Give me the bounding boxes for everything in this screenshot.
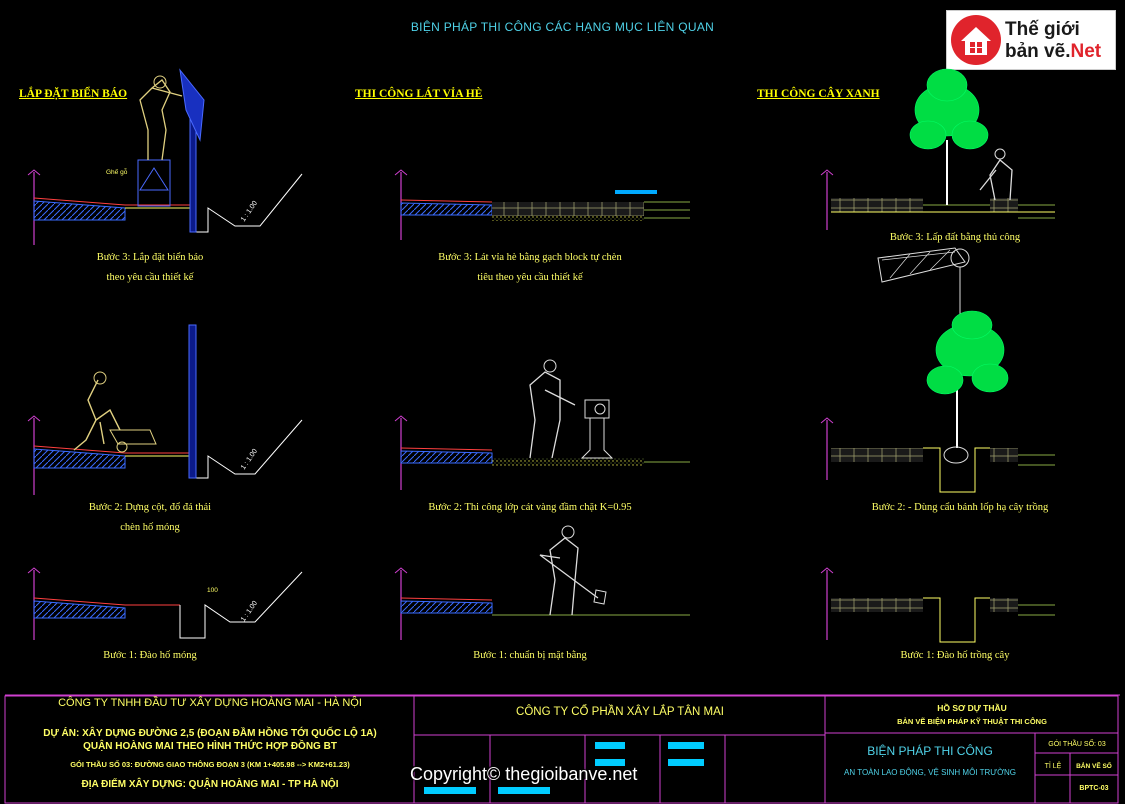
caption-right3: Bước 3: Lấp đất bằng thủ công	[889, 232, 1021, 243]
caption-mid3-l1: Bước 3: Lát vỉa hè bằng gạch block tự ch…	[438, 252, 622, 263]
caption-left3: Bước 3: Lắp đặt biển báo theo yêu cầu th…	[60, 248, 240, 288]
mid-step2-section	[394, 359, 690, 490]
right-step2-section	[820, 247, 1055, 493]
caption-left2: Bước 2: Dựng cột, đổ đá thải chèn hố món…	[60, 498, 240, 538]
left-step1-section: 100 1 : 1.00	[27, 567, 303, 640]
left1-slope: 1 : 1.00	[240, 600, 259, 623]
drawing-title: BIỆN PHÁP THI CÔNG CÁC HẠNG MỤC LIÊN QUA…	[410, 20, 715, 34]
title-block-frame	[4, 695, 1119, 804]
section-title-sidewalk: THI CÔNG LÁT VỈA HÈ	[355, 88, 483, 100]
caption-right2: Bước 2: - Dùng cẩu bánh lốp hạ cây trồng	[871, 502, 1049, 513]
copyright-watermark: Copyright© thegioibanve.net	[410, 764, 638, 784]
caption-mid1: Bước 1: chuẩn bị mặt bằng	[473, 650, 587, 661]
caption-left2-l2: chèn hố móng	[120, 522, 180, 533]
site-logo[interactable]: Thế giới bản vẽ.Net	[946, 10, 1116, 70]
construction-drawings: 1 : 1.00 Ghế gỗ 1 : 1.00 100 1 : 1	[5, 68, 1120, 696]
left2-slope: 1 : 1.00	[240, 448, 259, 471]
logo-line1: Thế giới	[1005, 19, 1080, 40]
tb-drawing-sub: AN TOÀN LAO ĐỘNG, VỆ SINH MÔI TRƯỜNG	[844, 768, 1016, 777]
section-title-trees: THI CÔNG CÂY XANH	[757, 88, 880, 100]
tb-goi-thau: GÓI THẦU SỐ: 03	[1048, 741, 1106, 748]
tb-drawing-title: BIỆN PHÁP THI CÔNG	[867, 744, 993, 758]
ghe-label: Ghế gỗ	[106, 167, 128, 176]
caption-left2-l1: Bước 2: Dựng cột, đổ đá thải	[88, 502, 212, 513]
left3-slope: 1 : 1.00	[240, 200, 259, 223]
house-icon	[951, 15, 1001, 65]
caption-left3-l2: theo yêu cầu thiết kế	[106, 272, 194, 283]
tb-tyle-label: TỈ LỆ	[1044, 763, 1062, 770]
tb-location: ĐỊA ĐIỂM XÂY DỰNG: QUẬN HOÀNG MAI - TP H…	[81, 779, 339, 790]
tb-doc2: BẢN VẼ BIỆN PHÁP KỸ THUẬT THI CÔNG	[897, 717, 1047, 726]
caption-right1: Bước 1: Đào hố trồng cây	[900, 650, 1010, 661]
logo-line2a: bản vẽ.	[1005, 41, 1071, 62]
caption-left1: Bước 1: Đào hố móng	[103, 650, 197, 661]
mid-step1-section	[394, 525, 690, 640]
tb-doc1: HỒ SƠ DỰ THẦU	[937, 703, 1007, 713]
left-step2-section: 1 : 1.00	[27, 324, 303, 495]
left1-dim: 100	[207, 587, 218, 594]
logo-line2: bản vẽ.Net	[1005, 41, 1101, 63]
caption-mid3: Bước 3: Lát vỉa hè bằng gạch block tự ch…	[405, 248, 655, 288]
tb-project2: QUẬN HOÀNG MAI THEO HÌNH THỨC HỢP ĐỒNG B…	[83, 741, 337, 752]
tb-company-left: CÔNG TY TNHH ĐẦU TƯ XÂY DỰNG HOÀNG MAI -…	[58, 697, 362, 709]
right-step1-section	[820, 567, 1055, 643]
caption-mid2: Bước 2: Thi công lớp cát vàng đầm chặt K…	[428, 502, 632, 513]
tb-company-mid: CÔNG TY CỔ PHẦN XÂY LẮP TÂN MAI	[516, 706, 724, 718]
tb-project1: DỰ ÁN: XÂY DỰNG ĐƯỜNG 2,5 (ĐOẠN ĐẦM HỒNG…	[43, 728, 377, 739]
right-step3-section	[820, 68, 1055, 230]
mid-step3-section	[394, 169, 690, 240]
logo-line2b: Net	[1070, 41, 1102, 62]
tb-code: BPTC-03	[1079, 785, 1109, 792]
tb-banve-label: BẢN VẼ SỐ	[1076, 763, 1112, 770]
tb-package: GÓI THẦU SỐ 03: ĐƯỜNG GIAO THÔNG ĐOẠN 3 …	[70, 760, 350, 769]
section-title-signs: LẮP ĐẶT BIỂN BÁO	[19, 88, 128, 100]
caption-mid3-l2: tiêu theo yêu cầu thiết kế	[477, 272, 583, 283]
left-step3-section: 1 : 1.00 Ghế gỗ	[27, 68, 303, 245]
caption-left3-l1: Bước 3: Lắp đặt biển báo	[96, 252, 204, 263]
